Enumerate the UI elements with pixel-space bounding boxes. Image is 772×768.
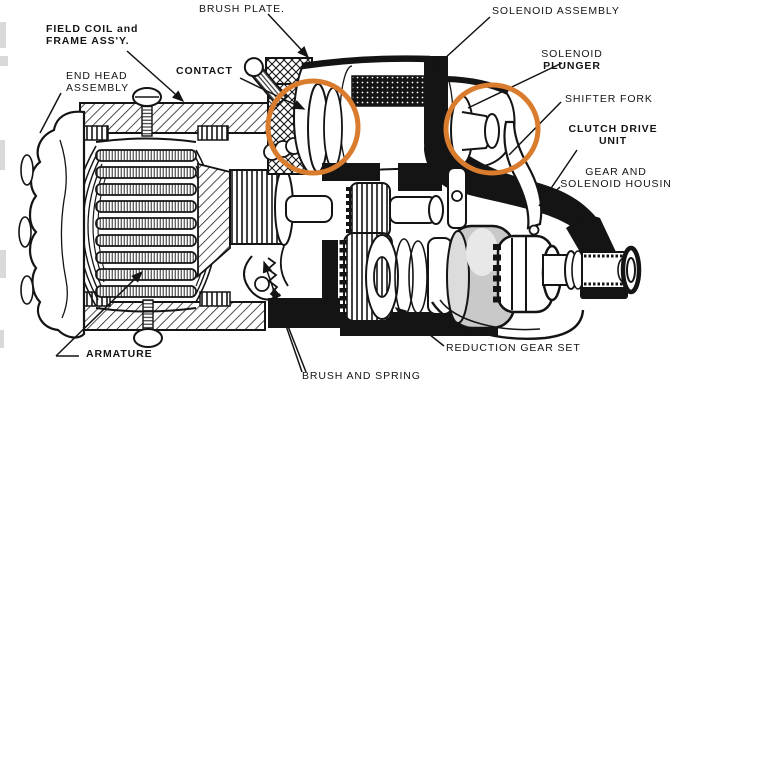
leader-line-clutch-drive-unit	[538, 149, 578, 207]
brush-and-spring-part	[243, 245, 289, 301]
contact-area-highlight	[265, 78, 361, 176]
shaft-and-bushing	[542, 245, 642, 295]
leader-line-solenoid-plunger	[467, 62, 563, 109]
leader-line-field-coil-frame	[126, 50, 185, 102]
leader-line-brush-and-spring	[272, 286, 307, 373]
leader-line-brush-and-spring	[262, 260, 303, 373]
leader-line-armature	[55, 270, 144, 357]
leader-line-shifter-fork	[508, 101, 562, 156]
leader-line-end-head-assembly	[39, 92, 62, 134]
plunger-area-highlight	[443, 82, 541, 176]
leader-line-brush-plate	[267, 13, 310, 59]
leader-line-gear-and-solenoid-housing	[541, 186, 561, 204]
leader-line-contact	[239, 77, 306, 110]
leader-line-reduction-gear-set	[394, 307, 445, 347]
shifter-fork-part	[503, 120, 543, 236]
scan-artifacts	[0, 22, 8, 348]
commutator	[197, 162, 333, 278]
end-head-assembly-part	[18, 110, 86, 339]
reduction-gear-set-part	[339, 167, 467, 322]
leader-line-solenoid-assembly	[430, 16, 491, 72]
terminal-stud	[243, 57, 289, 107]
solenoid-plunger-part	[450, 95, 500, 165]
housing-bottom-rim	[430, 299, 585, 340]
solenoid-coil-band	[351, 75, 433, 107]
